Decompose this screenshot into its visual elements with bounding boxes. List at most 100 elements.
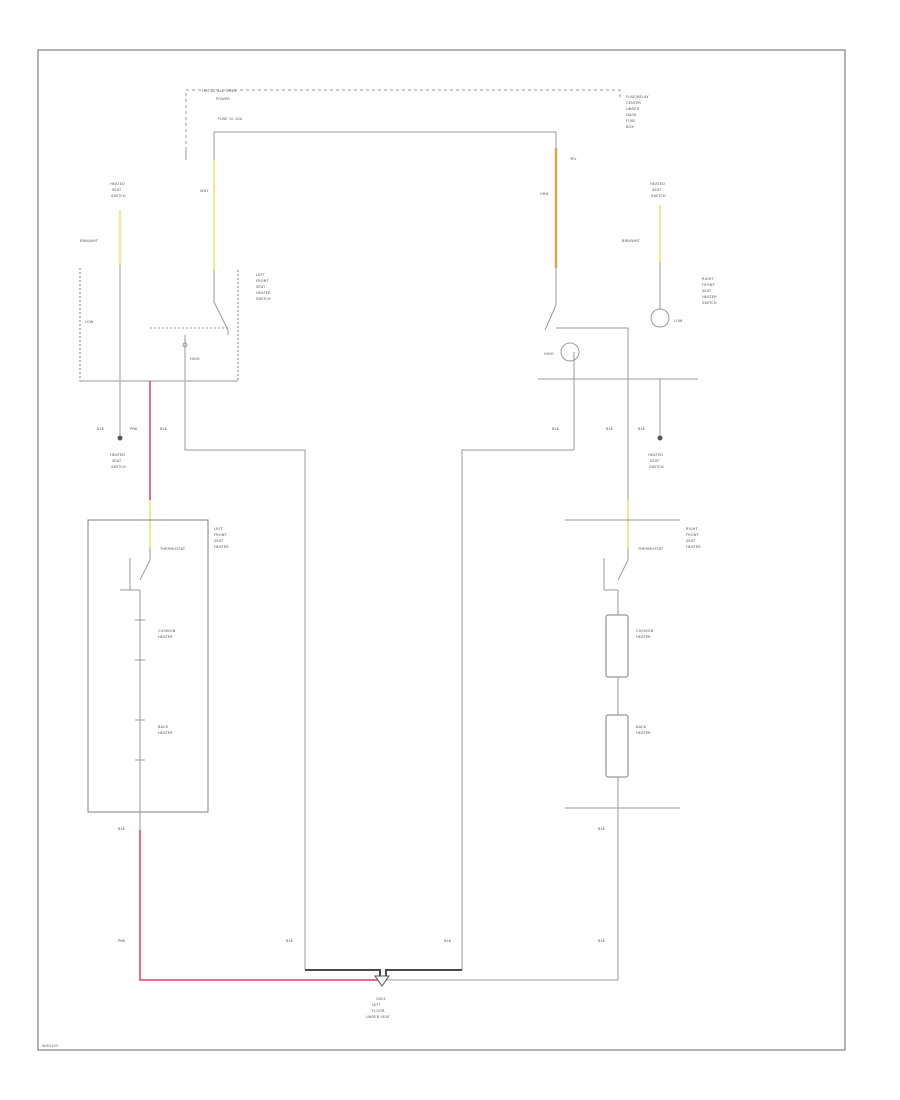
left-switch-name: LEFT FRONT SEAT HEATER SWITCH	[256, 273, 271, 301]
svg-text:BLK: BLK	[286, 939, 294, 943]
svg-text:HEATER: HEATER	[214, 545, 229, 549]
svg-text:BLK: BLK	[160, 427, 168, 431]
svg-text:BRN/WHT: BRN/WHT	[80, 239, 99, 243]
svg-text:BLK: BLK	[638, 427, 646, 431]
svg-text:HEATED: HEATED	[650, 182, 665, 186]
svg-text:PNK: PNK	[118, 939, 126, 943]
svg-text:SWITCH: SWITCH	[649, 465, 664, 469]
right-heater-label: HEATED SEAT SWITCH	[650, 182, 666, 198]
svg-text:HEATER: HEATER	[256, 291, 271, 295]
top-bus-label-2: POWER	[216, 97, 230, 101]
svg-text:PNK: PNK	[130, 427, 138, 431]
svg-text:FUSE/RELAY: FUSE/RELAY	[626, 95, 649, 99]
left-seat-switch: LEFT FRONT SEAT HEATER SWITCH LOW HIGH	[79, 268, 271, 382]
svg-text:SEAT: SEAT	[652, 188, 662, 192]
svg-text:LEFT: LEFT	[256, 273, 266, 277]
right-back-label: BACK	[636, 725, 647, 729]
right-seat-heater-name: RIGHT FRONT SEAT HEATER	[686, 527, 701, 549]
svg-text:BLK: BLK	[598, 939, 606, 943]
left-switch-tag-low: LOW	[85, 320, 94, 324]
left-back-label: BACK	[158, 725, 169, 729]
svg-text:SEAT: SEAT	[112, 459, 122, 463]
ground-symbol: G401 LEFT FLOOR UNDER SEAT	[366, 975, 391, 1019]
left-heater-label: HEATED SEAT SWITCH	[110, 182, 126, 198]
left-ground-label: HEATED SEAT SWITCH	[110, 453, 126, 469]
right-thermostat-label: THERMOSTAT	[637, 547, 664, 551]
svg-text:SEAT: SEAT	[686, 539, 696, 543]
right-switch-tag-high: HIGH	[544, 352, 554, 356]
svg-text:HEATER: HEATER	[158, 731, 173, 735]
left-cushion-label: CUSHION	[158, 629, 176, 633]
svg-text:LEFT: LEFT	[214, 527, 224, 531]
left-thermostat-label: THERMOSTAT	[159, 547, 186, 551]
svg-text:HEATER: HEATER	[636, 635, 651, 639]
fuse-box-label: FUSE/RELAY CENTER UNDER DASH FUSE BOX	[626, 95, 649, 129]
svg-text:BLK: BLK	[97, 427, 105, 431]
svg-text:FRONT: FRONT	[686, 533, 699, 537]
svg-text:SEAT: SEAT	[256, 285, 266, 289]
right-ground-label: HEATED SEAT SWITCH	[648, 453, 664, 469]
svg-text:FLOOR: FLOOR	[372, 1009, 385, 1013]
svg-text:HEATED: HEATED	[648, 453, 663, 457]
svg-text:HEATER: HEATER	[702, 295, 717, 299]
svg-text:BOX: BOX	[626, 125, 634, 129]
right-seat-switch: RIGHT FRONT SEAT HEATER SWITCH LOW HIGH	[538, 262, 717, 380]
svg-text:BLK: BLK	[444, 939, 452, 943]
right-seat-heater: RIGHT FRONT SEAT HEATER THERMOSTAT CUSHI…	[565, 519, 701, 809]
svg-text:SEAT: SEAT	[112, 188, 122, 192]
top-power-bus: HOT AT ALL TIMES POWER FUSE 10 10A FUSE/…	[185, 89, 649, 150]
right-black-wire	[461, 449, 574, 970]
right-feed-wires	[544, 148, 661, 331]
center-black-wire-right	[385, 969, 462, 980]
svg-text:SWITCH: SWITCH	[111, 465, 126, 469]
left-switch-tag-high: HIGH	[190, 357, 200, 361]
top-bus-label: HOT AT ALL TIMES	[202, 89, 237, 93]
svg-text:BRN/WHT: BRN/WHT	[622, 239, 641, 243]
right-switch-name: RIGHT FRONT SEAT HEATER SWITCH	[702, 277, 717, 305]
svg-text:RIGHT: RIGHT	[686, 527, 698, 531]
svg-text:FUSE: FUSE	[626, 119, 636, 123]
svg-text:HEATER: HEATER	[636, 731, 651, 735]
right-cushion-label: CUSHION	[636, 629, 654, 633]
svg-text:BLK: BLK	[552, 427, 560, 431]
svg-text:UNDER SEAT: UNDER SEAT	[366, 1015, 391, 1019]
svg-text:FRONT: FRONT	[702, 283, 715, 287]
svg-text:RIGHT: RIGHT	[702, 277, 714, 281]
svg-text:UNDER: UNDER	[626, 107, 640, 111]
svg-text:BLK: BLK	[118, 827, 126, 831]
svg-text:SEAT: SEAT	[702, 289, 712, 293]
left-seat-heater: LEFT FRONT SEAT HEATER THERMOSTAT CUSHIO…	[87, 519, 229, 813]
svg-text:CENTER: CENTER	[626, 101, 641, 105]
left-pink-wire-bottom	[139, 830, 380, 981]
svg-text:BLK: BLK	[606, 427, 614, 431]
svg-text:FRONT: FRONT	[214, 533, 227, 537]
left-black-wire	[184, 381, 306, 970]
svg-text:YEL: YEL	[570, 157, 577, 161]
svg-text:LEFT: LEFT	[372, 1003, 382, 1007]
left-seat-heater-name: LEFT FRONT SEAT HEATER	[214, 527, 229, 549]
corner-label: W/D/101	[42, 1044, 58, 1048]
left-feed-wires	[119, 160, 229, 335]
svg-text:FRONT: FRONT	[256, 279, 269, 283]
svg-text:HEATED: HEATED	[110, 182, 125, 186]
svg-text:DASH: DASH	[626, 113, 637, 117]
svg-text:SWITCH: SWITCH	[702, 301, 717, 305]
diagram-frame	[37, 49, 846, 1051]
svg-text:WHT: WHT	[200, 189, 209, 193]
fuse-label: FUSE 10 10A	[218, 117, 243, 121]
svg-text:ORN: ORN	[540, 192, 549, 196]
svg-text:SWITCH: SWITCH	[111, 194, 126, 198]
svg-text:SEAT: SEAT	[650, 459, 660, 463]
center-black-wire-left	[305, 969, 381, 980]
svg-text:HEATER: HEATER	[158, 635, 173, 639]
svg-text:HEATER: HEATER	[686, 545, 701, 549]
right-bottom-wire	[380, 808, 619, 981]
svg-text:BLK: BLK	[598, 827, 606, 831]
svg-text:HEATED: HEATED	[110, 453, 125, 457]
svg-text:SWITCH: SWITCH	[256, 297, 271, 301]
svg-text:G401: G401	[376, 997, 386, 1001]
svg-text:SWITCH: SWITCH	[651, 194, 666, 198]
svg-text:SEAT: SEAT	[214, 539, 224, 543]
right-switch-tag-low: LOW	[674, 319, 683, 323]
